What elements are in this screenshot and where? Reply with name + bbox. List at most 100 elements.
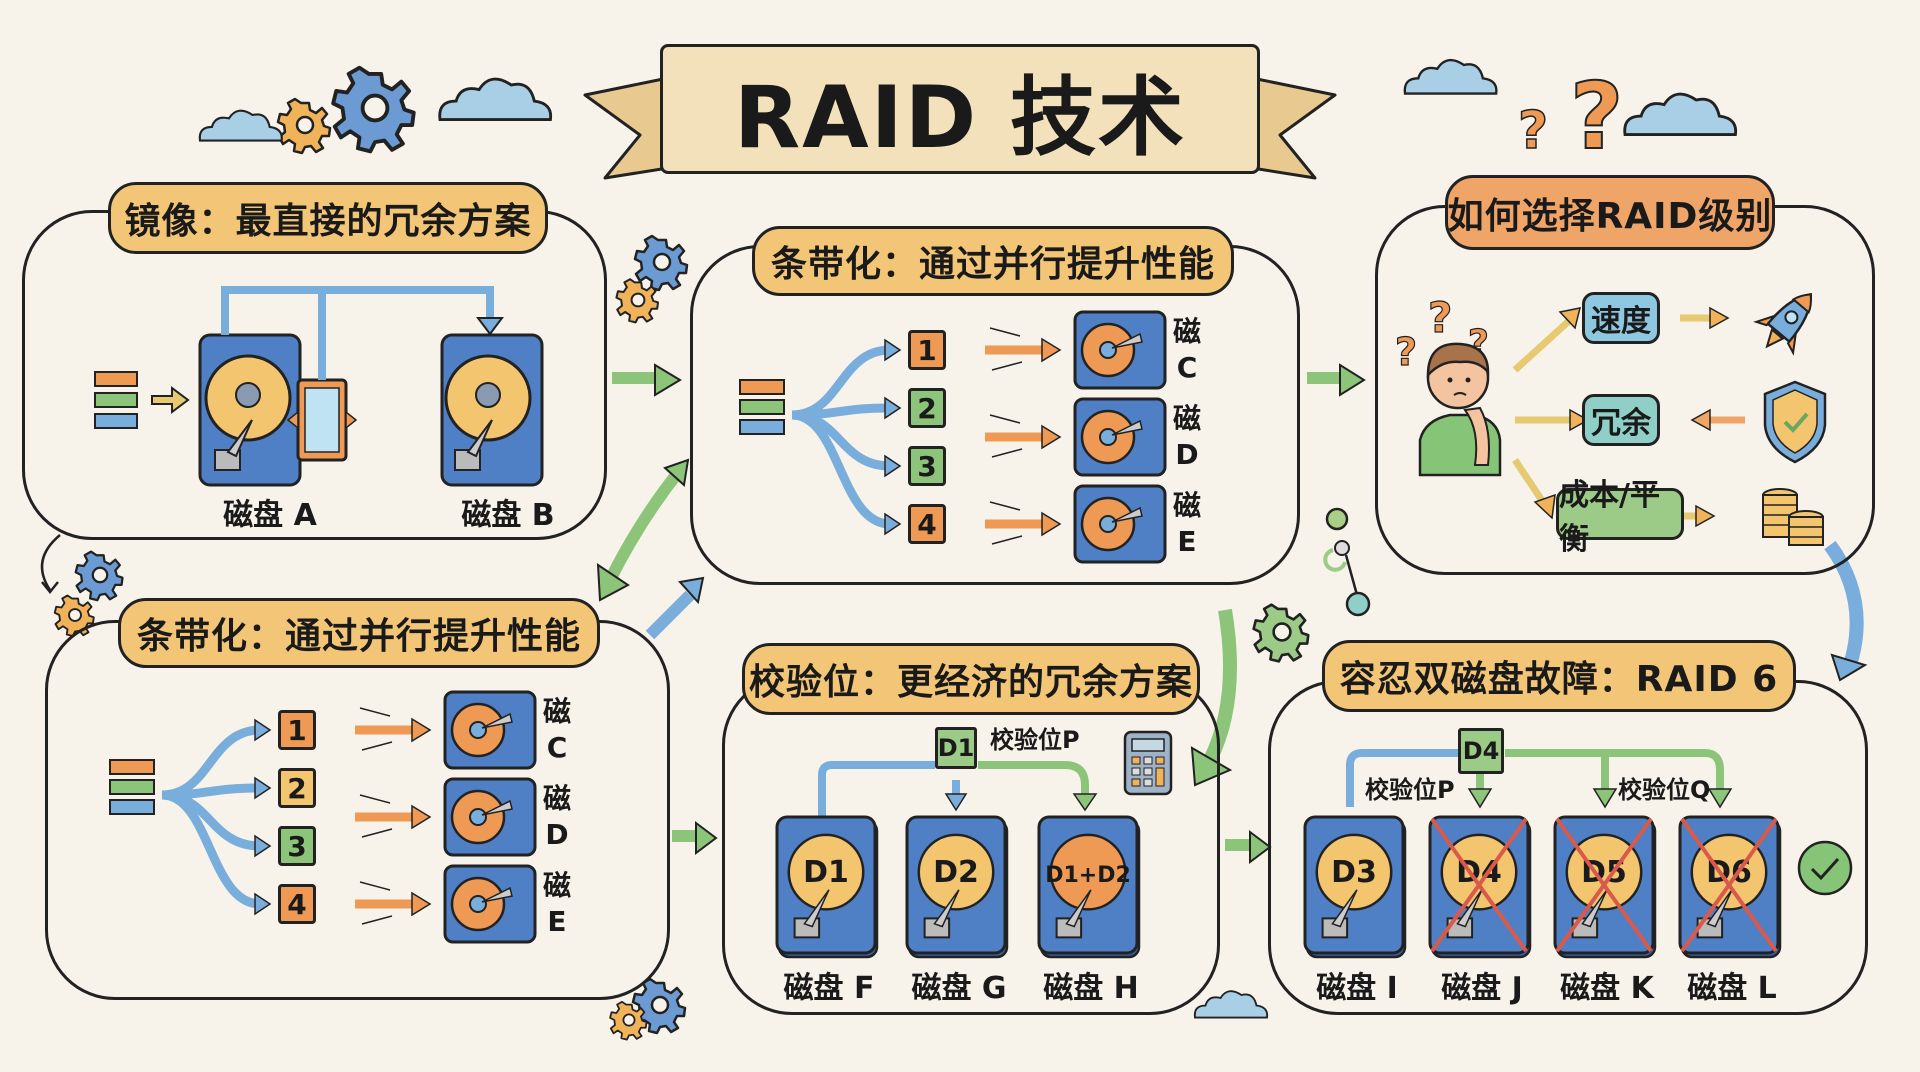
- disk-name-label: 磁盘 G: [911, 971, 1007, 1006]
- gear-icon: [609, 1000, 648, 1041]
- speed-arrow: [1041, 337, 1062, 363]
- disk-icon: D6: [1678, 815, 1782, 959]
- stripe-block: 4: [278, 884, 316, 924]
- gear-icon: [633, 234, 689, 292]
- striping-top-diagram: [739, 310, 1167, 564]
- shield-check-icon: [1763, 380, 1827, 464]
- stripe-block: 4: [908, 504, 946, 544]
- disk-name-label: 磁盘 I: [1316, 971, 1398, 1006]
- option-speed: 速度: [1582, 292, 1660, 344]
- stripe-block: 3: [278, 826, 316, 866]
- raid6-heading: 容忍双磁盘故障：RAID 6: [1322, 640, 1796, 712]
- gear-icon: [1252, 603, 1310, 663]
- gear-icon: [74, 550, 124, 602]
- speed-arrow: [411, 717, 432, 743]
- striping-bottom-diagram: [109, 690, 537, 944]
- failed-mark: [1430, 817, 1528, 953]
- disk-letter: E: [547, 905, 567, 938]
- option-redundancy: 冗余: [1582, 394, 1660, 446]
- disk-icon: D1+D2: [1037, 815, 1141, 959]
- disk-name-label: 磁盘 K: [1560, 971, 1654, 1006]
- parity-p-label: 校验位P: [990, 726, 1080, 754]
- stripe-block: 3: [908, 446, 946, 486]
- data-block: [94, 392, 138, 408]
- arrow-icon: [151, 386, 190, 414]
- mirroring-diagram: [94, 286, 544, 487]
- disk-prefix: 磁: [542, 782, 571, 815]
- page-title: RAID 技术: [660, 44, 1260, 174]
- disk-prefix: 磁: [1172, 315, 1201, 348]
- check-circle-icon: [1797, 840, 1853, 896]
- cloud-icon: [1623, 92, 1738, 136]
- disk-b-icon: [440, 333, 544, 487]
- rocket-icon: [1753, 292, 1812, 356]
- disk-icon: D3: [1303, 815, 1407, 959]
- gear-icon: [276, 97, 332, 155]
- option-cost-balance: 成本/平衡: [1556, 478, 1684, 557]
- striping-bottom-heading: 条带化：通过并行提升性能: [118, 598, 600, 668]
- coins-icon: [1762, 488, 1824, 546]
- disk-name-label: 磁盘 F: [783, 971, 875, 1006]
- disk-letter: E: [1177, 525, 1197, 558]
- stripe-block: 2: [278, 768, 316, 808]
- disk-letter: C: [1176, 351, 1198, 384]
- disk-icon: D4: [1428, 815, 1532, 959]
- disk-prefix: 磁: [542, 869, 571, 902]
- thinking-person-icon: [1418, 342, 1502, 477]
- disk-icon: D5: [1553, 815, 1657, 959]
- parity-diagram: [818, 730, 1173, 820]
- stripe-block: 2: [908, 388, 946, 428]
- disk-content: D1+D2: [1045, 863, 1131, 888]
- data-block: [739, 379, 785, 395]
- cloud-icon: [1193, 990, 1269, 1019]
- speed-arrow: [1041, 511, 1062, 537]
- branch-arrow: [161, 790, 261, 909]
- cloud-icon: [1403, 58, 1498, 95]
- disk-content: D1: [803, 855, 849, 890]
- choose-raid-heading: 如何选择RAID级别: [1445, 175, 1775, 250]
- striping-top-heading: 条带化：通过并行提升性能: [752, 226, 1234, 296]
- disk-icon: [443, 864, 537, 944]
- disk-prefix: 磁: [1172, 402, 1201, 435]
- cloud-icon: [438, 77, 553, 121]
- stripe-block: 1: [278, 710, 316, 750]
- question-icon: ?: [1518, 101, 1548, 161]
- failed-mark: [1680, 817, 1778, 953]
- disk-content: D2: [933, 855, 979, 890]
- disk-name-label: 磁盘 L: [1687, 971, 1777, 1006]
- speed-arrow: [411, 891, 432, 917]
- mirroring-heading: 镜像：最直接的冗余方案: [108, 182, 548, 254]
- disk-icon: D1: [775, 815, 879, 959]
- raid6-diagram: [1346, 749, 1733, 809]
- data-block: [739, 399, 785, 415]
- question-icon: ?: [1570, 63, 1623, 170]
- speed-arrow: [411, 804, 432, 830]
- disk-prefix: 磁: [542, 695, 571, 728]
- raid6-parity-q-label: 校验位Q: [1618, 776, 1711, 804]
- cloud-icon: [198, 109, 283, 142]
- data-block: [739, 419, 785, 435]
- failed-mark: [1555, 817, 1653, 953]
- disk-prefix: 磁: [1172, 489, 1201, 522]
- calculator-icon: [1123, 730, 1173, 796]
- disk-icon: [1073, 397, 1167, 477]
- disk-name-label: 磁盘 J: [1441, 971, 1523, 1006]
- disk-name-label: 磁盘 H: [1043, 971, 1139, 1006]
- disk-a-icon: [198, 333, 302, 487]
- mirror-icon: [286, 378, 358, 462]
- disk-a-label: 磁盘 A: [223, 498, 317, 533]
- data-block: [109, 759, 155, 775]
- disk-icon: [1073, 484, 1167, 564]
- data-block: [109, 799, 155, 815]
- disk-letter: C: [546, 731, 568, 764]
- disk-content: D3: [1331, 855, 1377, 890]
- parity-source-block: D1: [935, 727, 977, 769]
- raid6-source-block: D4: [1458, 728, 1504, 774]
